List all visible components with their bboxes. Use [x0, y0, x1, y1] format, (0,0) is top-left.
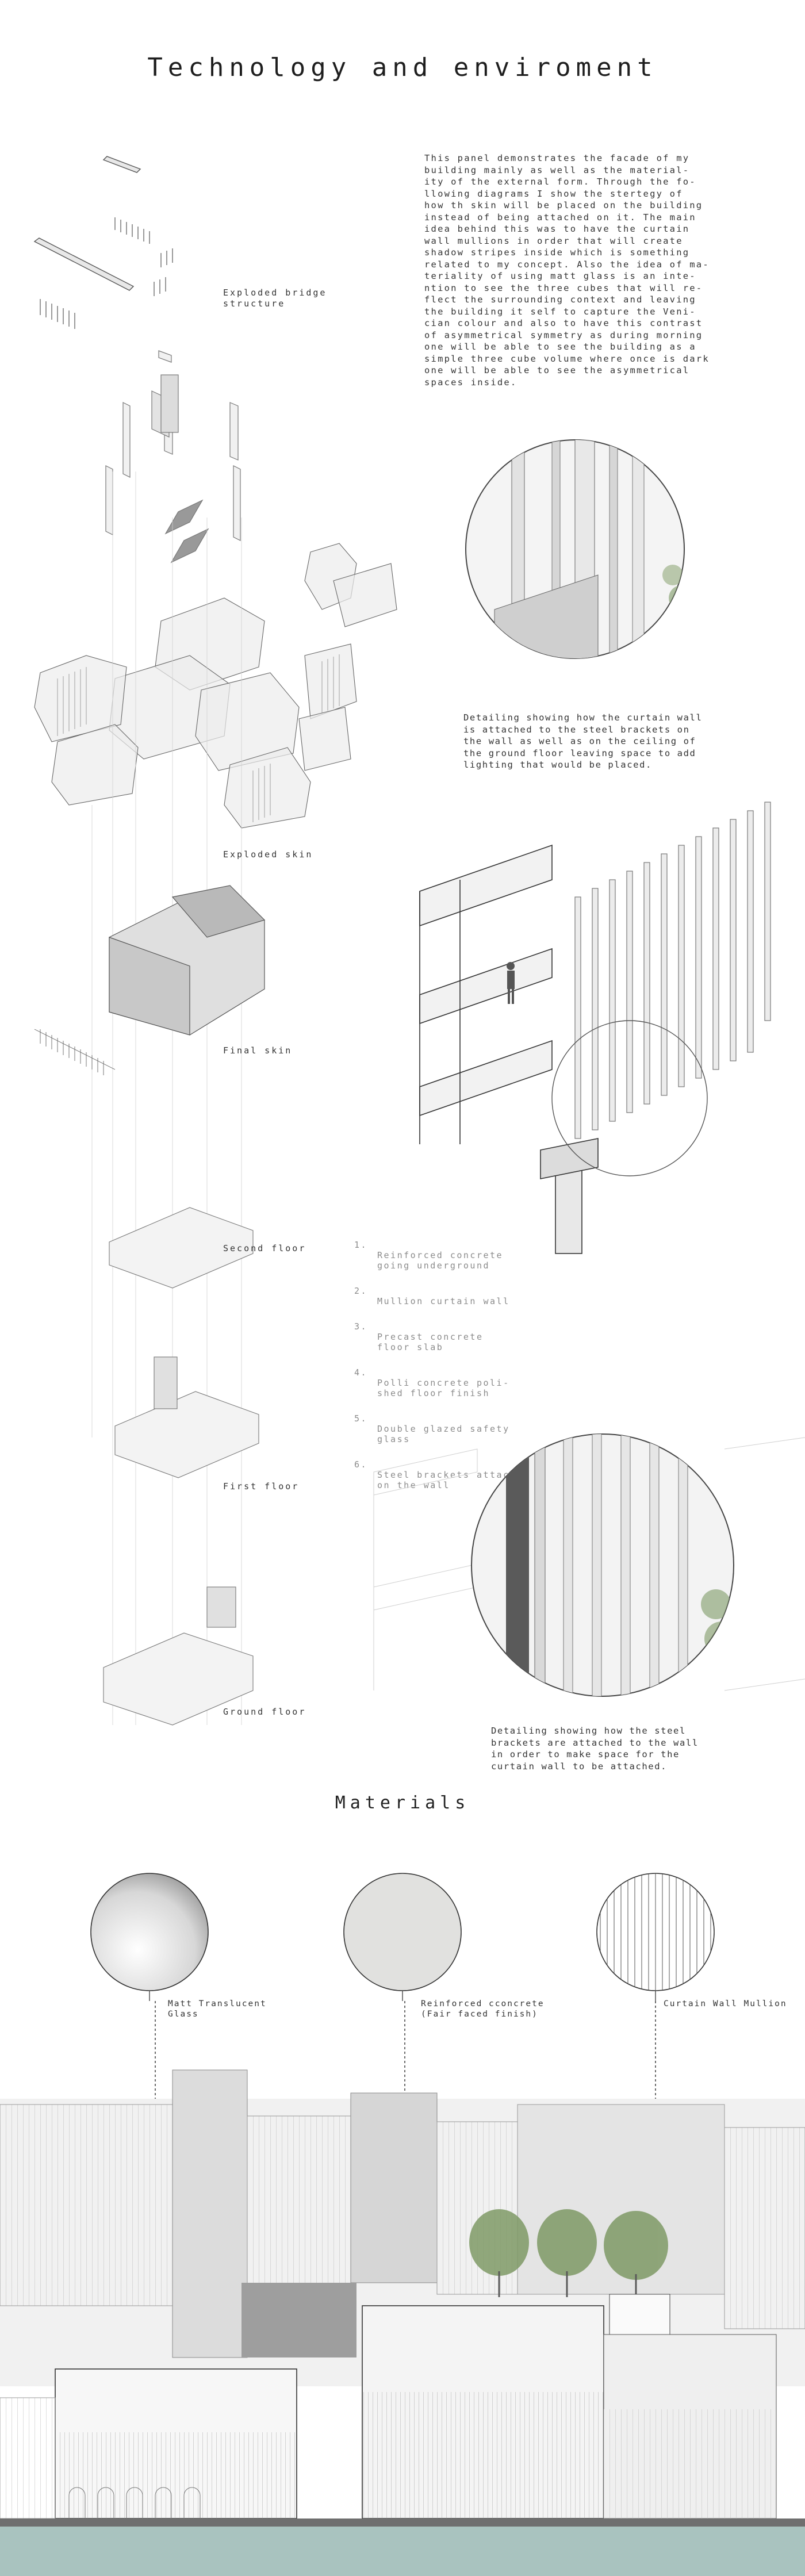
material-label-mullion: Curtain Wall Mullion — [664, 1999, 787, 2008]
label-exploded-skin: Exploded skin — [223, 849, 313, 860]
label-final-skin: Final skin — [223, 1045, 293, 1056]
steel-detail-caption: Detailing showing how the steel brackets… — [491, 1726, 699, 1772]
legend-item: 2.Mullion curtain wall — [354, 1286, 510, 1306]
intro-paragraph: This panel demonstrates the facade of my… — [424, 153, 710, 388]
label-second-floor: Second floor — [223, 1243, 306, 1254]
legend-item: 1.Reinforced concrete going underground — [354, 1240, 504, 1271]
label-first-floor: First floor — [223, 1481, 300, 1492]
component-legend: 1.Reinforced concrete going underground … — [354, 1240, 550, 1505]
page-title: Technology and enviroment — [147, 53, 658, 82]
legend-item: 4.Polli concrete poli- shed floor finish — [354, 1367, 510, 1398]
label-exploded-bridge: Exploded bridge structure — [223, 288, 327, 309]
material-label-glass: Matt Translucent Glass — [168, 1999, 267, 2019]
legend-item: 3.Precast concrete floor slab — [354, 1321, 484, 1352]
material-label-concrete: Reinforced cconcrete (Fair faced finish) — [421, 1999, 545, 2019]
materials-title: Materials — [335, 1793, 470, 1813]
trees — [469, 2209, 668, 2280]
curtain-detail-caption: Detailing showing how the curtain wall i… — [463, 712, 703, 770]
man-figure — [507, 962, 515, 1004]
label-ground-floor: Ground floor — [223, 1707, 306, 1717]
legend-item: 5.Double glazed safety glass — [354, 1413, 510, 1444]
